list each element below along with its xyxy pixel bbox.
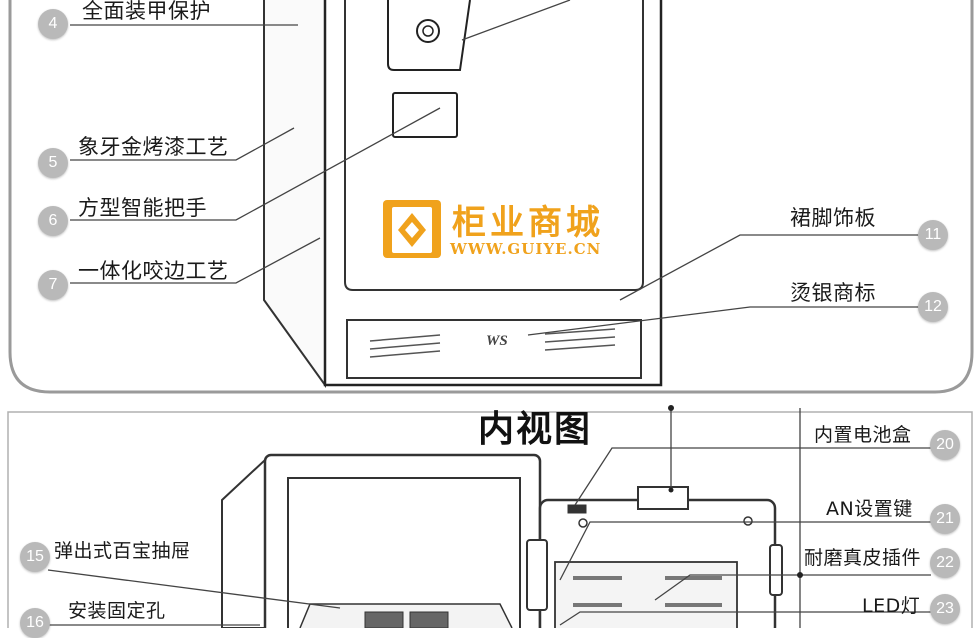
bottom-leader-lines <box>47 408 931 628</box>
badge-7: 7 <box>38 270 68 300</box>
emboss-trademark: WS <box>486 333 508 349</box>
skirt-plate <box>346 319 642 379</box>
logo-name: 柜业商城 <box>452 203 604 243</box>
door-panel <box>344 0 644 291</box>
badge-11: 11 <box>918 220 948 250</box>
badge-16: 16 <box>20 608 50 638</box>
key-hole <box>416 19 440 43</box>
label-battery-box: 内置电池盒 <box>814 424 912 446</box>
label-mounting-hole: 安装固定孔 <box>68 600 166 622</box>
label-led-light: LED灯 <box>862 595 921 617</box>
badge-23: 23 <box>930 594 960 624</box>
badge-4: 4 <box>38 9 68 39</box>
leader-dots <box>668 405 803 578</box>
badge-20: 20 <box>930 430 960 460</box>
label-edge-crimping: 一体化咬边工艺 <box>78 259 229 283</box>
logo-url: WWW.GUIYE.CN <box>450 240 602 258</box>
label-ivory-paint: 象牙金烤漆工艺 <box>78 135 229 159</box>
badge-21: 21 <box>930 504 960 534</box>
label-leather-insert: 耐磨真皮插件 <box>804 547 922 569</box>
bottom-panel-frame <box>7 411 973 628</box>
top-panel-frame <box>8 0 974 394</box>
label-an-setting-key: AN设置键 <box>826 498 913 520</box>
inner-safe <box>221 453 542 628</box>
inner-view-title: 内视图 <box>478 409 593 450</box>
badge-6: 6 <box>38 206 68 236</box>
badge-15: 15 <box>20 542 50 572</box>
label-smart-handle: 方型智能把手 <box>78 196 207 220</box>
badge-5: 5 <box>38 148 68 178</box>
lock-cover <box>387 0 471 71</box>
label-skirt-plate: 裙脚饰板 <box>790 206 876 230</box>
safe-side <box>263 0 326 389</box>
badge-22: 22 <box>930 548 960 578</box>
label-armor-protection: 全面装甲保护 <box>82 0 211 23</box>
label-popup-drawer: 弹出式百宝抽屉 <box>54 540 191 562</box>
badge-12: 12 <box>918 292 948 322</box>
open-door <box>526 486 783 628</box>
logo-mark <box>383 200 441 258</box>
label-silver-logo: 烫银商标 <box>790 281 876 305</box>
skirt-grooves <box>369 328 616 358</box>
door-handle <box>392 92 458 138</box>
top-leader-lines <box>70 0 922 336</box>
